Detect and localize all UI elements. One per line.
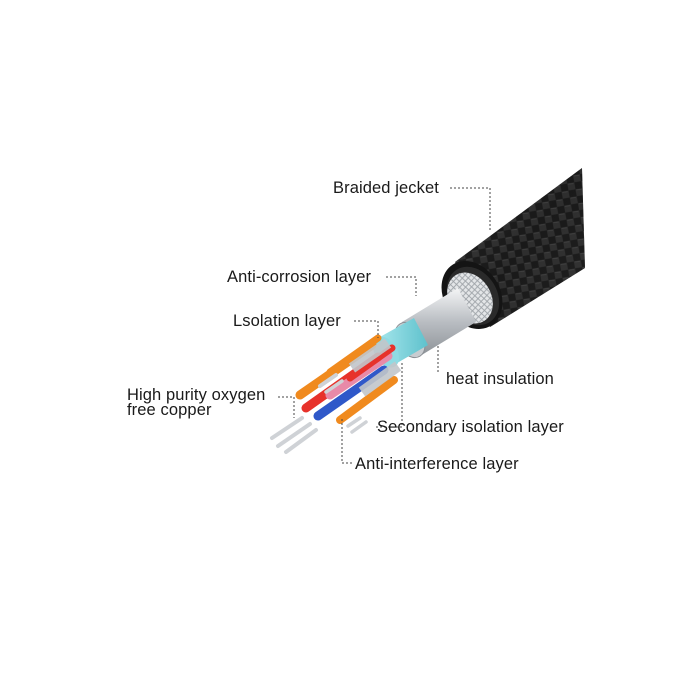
leader-anti-corrosion xyxy=(386,276,417,296)
leader-braided-jacket xyxy=(450,187,491,232)
label-braided-jacket: Braided jecket xyxy=(333,179,439,197)
label-copper-line-2: free copper xyxy=(127,401,212,419)
inner-wires xyxy=(295,334,402,424)
label-anti-interference-layer: Anti-interference layer xyxy=(355,455,519,473)
leader-secondary-isolation xyxy=(376,362,403,428)
label-heat-insulation: heat insulation xyxy=(446,370,554,388)
label-isolation-layer: Lsolation layer xyxy=(233,312,341,330)
label-secondary-isolation-layer: Secondary isolation layer xyxy=(377,418,564,436)
label-copper-line-1: High purity oxygen xyxy=(127,386,266,404)
copper-conductors xyxy=(270,373,368,454)
label-anti-corrosion-layer: Anti-corrosion layer xyxy=(227,268,372,286)
leader-lines xyxy=(278,187,491,464)
leader-isolation xyxy=(354,320,379,338)
leader-anti-interference xyxy=(341,418,352,464)
leader-copper xyxy=(278,396,295,418)
